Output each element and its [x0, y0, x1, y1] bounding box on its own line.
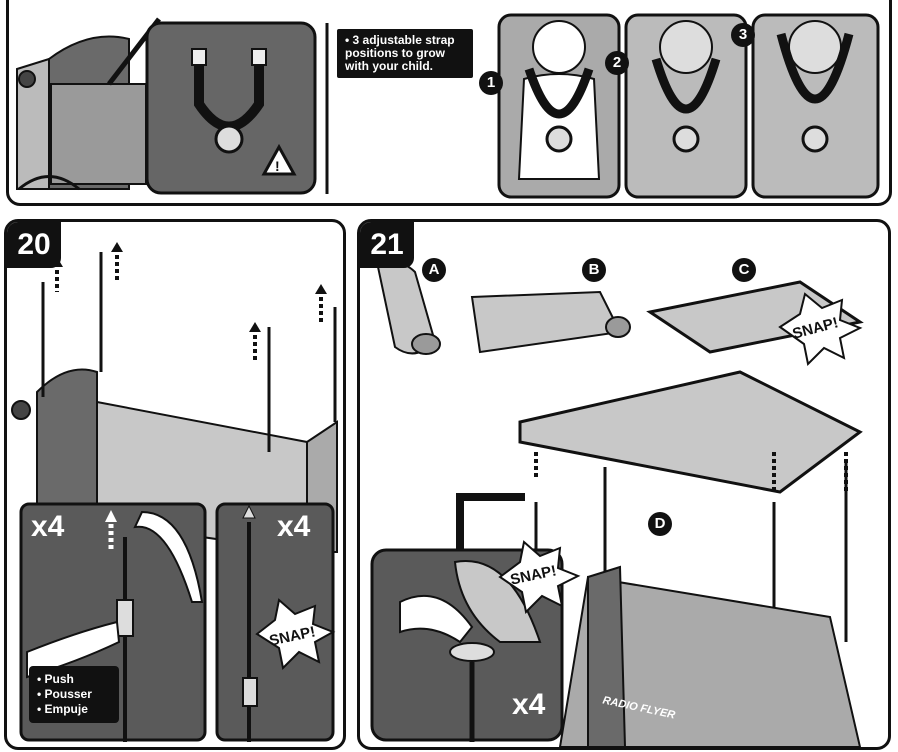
step-21-illustration	[370, 262, 864, 747]
sub-step-d-label: D	[648, 512, 672, 536]
position-1-label: 1	[479, 71, 503, 95]
step-20-multiplier-right: x4	[277, 510, 311, 543]
push-label-es: • Empuje	[37, 702, 88, 716]
step-20-number: 20	[7, 222, 61, 268]
sub-step-b-label: B	[582, 258, 606, 282]
strap-illustration: !	[16, 13, 880, 199]
step-21-number: 21	[360, 222, 414, 268]
push-label-fr: • Pousser	[37, 687, 92, 701]
sub-step-a-label: A	[422, 258, 446, 282]
strap-positions-panel: ! • 3 adjustable strap positions to grow…	[6, 0, 892, 206]
strap-positions-callout: • 3 adjustable strap positions to grow w…	[337, 29, 473, 78]
sub-step-c-label: C	[732, 258, 756, 282]
step-20-panel: 20 x4 x4 SNAP! • Push • Pousser • Empuje	[4, 219, 346, 750]
svg-text:!: !	[275, 158, 280, 174]
position-2-label: 2	[605, 51, 629, 75]
push-legend: • Push • Pousser • Empuje	[29, 666, 119, 723]
step-21-panel: 21 A B C D SNAP! SNAP! x4 RADIO FLYER	[357, 219, 891, 750]
push-label-en: • Push	[37, 672, 74, 686]
step-21-multiplier: x4	[512, 688, 546, 721]
step-20-illustration	[11, 242, 338, 742]
step-20-multiplier-left: x4	[31, 510, 65, 543]
position-3-label: 3	[731, 23, 755, 47]
